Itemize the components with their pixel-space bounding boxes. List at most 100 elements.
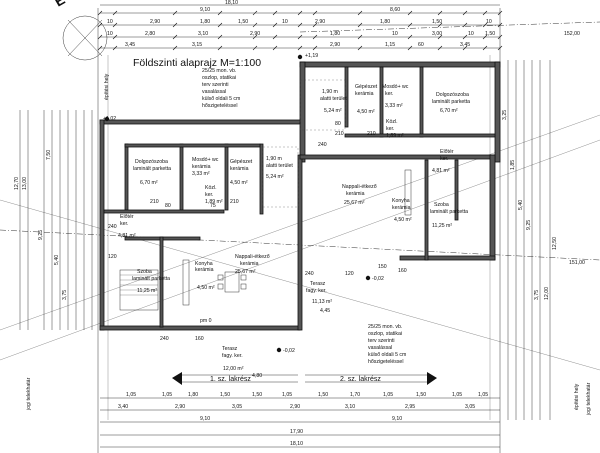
- bottom-dimension-lines: [100, 397, 500, 448]
- dim-text: 1,70: [350, 392, 360, 398]
- dim-text: 3,05: [465, 404, 475, 410]
- dimension-tick: [462, 10, 468, 16]
- staircase: [119, 269, 159, 311]
- level-label: pm 0: [200, 318, 212, 324]
- dimension-tick: [97, 10, 103, 16]
- dimension-tick: [437, 34, 443, 40]
- room-name: Dolgozószoba: [135, 159, 168, 165]
- dim-text: 3,25: [502, 110, 508, 120]
- note-line: hőszigeteléssel: [202, 103, 237, 109]
- right-dimension-lines: [507, 60, 551, 420]
- door-label: 240: [108, 224, 117, 230]
- room-area: 4,50 m²: [230, 180, 248, 186]
- right-buildable-label: építési hely: [574, 383, 580, 410]
- dim-text: 1,80: [200, 19, 210, 25]
- right-dimension-texts: 3,25 1,85 5,40 9,25 3,75 12,00 12,50: [502, 110, 558, 300]
- dimension-tick: [272, 22, 278, 28]
- left-dimension-lines: [19, 110, 93, 330]
- lot-label-1: 1. sz. lakrész: [210, 376, 251, 383]
- room-area: 6,70 m²: [440, 108, 458, 114]
- dimension-tick: [297, 45, 303, 51]
- note-line: 25/25 mon. vb.: [368, 324, 402, 330]
- dim-text: 7,50: [46, 150, 52, 160]
- dim-text: 1,50: [318, 392, 328, 398]
- room-area: 4,50 m²: [197, 285, 215, 291]
- dimension-tick: [482, 45, 488, 51]
- dim-top-mid-left: 9,10: [200, 7, 210, 13]
- door-label: 240: [318, 142, 327, 148]
- dim-label: 4,45: [320, 308, 330, 314]
- dim-text: 2,90: [330, 42, 340, 48]
- dimension-tick: [437, 22, 443, 28]
- dimension-tick: [482, 22, 488, 28]
- plan-title: Földszinti alaprajz M=1:100: [133, 57, 261, 69]
- door-label: 80: [165, 203, 171, 209]
- kitchen-counter: [182, 169, 412, 306]
- room-name: Nappali-étkező: [235, 254, 270, 260]
- dimension-tick: [272, 34, 278, 40]
- north-arrow-icon: É: [52, 0, 108, 61]
- dim-text: 2,90: [315, 19, 325, 25]
- dim-text: 2,90: [175, 404, 185, 410]
- dimension-tick: [407, 10, 413, 16]
- room-floor: ker.: [120, 221, 128, 227]
- dim-text: 10: [107, 19, 113, 25]
- room-area: 4,81 m²: [118, 233, 136, 239]
- room-area: 11,25 m²: [432, 223, 452, 229]
- dim-text: 1,05: [478, 392, 488, 398]
- dimension-tick: [272, 45, 278, 51]
- note-bottom: 25/25 mon. vb. oszlop, statikai terv sze…: [368, 324, 406, 365]
- room-name: Konyha: [392, 198, 410, 204]
- dimension-tick: [462, 22, 468, 28]
- dimension-tick: [97, 34, 103, 40]
- room-area: 5,24 m²: [266, 174, 284, 180]
- dimension-tick: [252, 45, 258, 51]
- right-boundary-label: jogi telekhatár: [586, 382, 592, 416]
- elev-label-152: 152,00: [564, 31, 580, 37]
- dim-text: 2,95: [405, 404, 415, 410]
- dim-text: 9,10: [392, 416, 402, 422]
- dimension-tick: [97, 45, 103, 51]
- room-name: Gépészet: [230, 159, 253, 165]
- dimension-tick: [112, 22, 118, 28]
- top-dimension-lines: [97, 4, 503, 51]
- dim-text: 10: [392, 31, 398, 37]
- dim-text: 3,45: [460, 42, 470, 48]
- door-labels: 80 210 75 210 80 210 240 210 120 240 160…: [108, 121, 407, 342]
- door-label: 240: [160, 336, 169, 342]
- level-label: +1,02: [103, 116, 116, 122]
- dim-text: 1,05: [383, 392, 393, 398]
- dim-text: 13,00: [22, 177, 28, 190]
- level-label: +1,19: [305, 53, 318, 59]
- dimension-tick: [437, 45, 443, 51]
- room-floor: ker.: [386, 126, 394, 132]
- room-floor: laminált parketta: [432, 99, 470, 105]
- note-line: külső oldali 5 cm: [202, 96, 240, 102]
- room-name: Terasz: [310, 281, 326, 287]
- dimension-tick: [172, 10, 178, 16]
- dim-text: 1,80: [380, 19, 390, 25]
- level-label: -0,02: [372, 276, 384, 282]
- dim-text: 1,80: [188, 392, 198, 398]
- room-floor: alatti terület: [320, 96, 347, 102]
- dim-text: 1,50: [485, 31, 495, 37]
- room-floor: kerámia: [195, 267, 214, 273]
- note-line: oszlop, statikai: [368, 331, 402, 337]
- room-floor: ker.: [205, 192, 213, 198]
- door-label: 160: [398, 268, 407, 274]
- dim-text: 10: [107, 31, 113, 37]
- room-labels: Dolgozószoba laminált parketta 6,70 m² M…: [118, 156, 293, 359]
- note-line: külső oldali 5 cm: [368, 352, 406, 358]
- dimension-tick: [312, 22, 318, 28]
- room-area: 11,25 m²: [137, 288, 157, 294]
- dimension-tick: [217, 22, 223, 28]
- room-area: 4,50 m²: [394, 217, 412, 223]
- room-floor: kerámia: [240, 261, 259, 267]
- room-name: Szoba: [137, 269, 152, 275]
- room-area: 1,89 m²: [386, 133, 404, 139]
- dim-text: 10: [468, 31, 474, 37]
- dim-text: 3,10: [345, 404, 355, 410]
- dimension-tick: [357, 45, 363, 51]
- left-dimension-texts: 12,70 13,00 9,25 7,50 5,40 3,75: [14, 150, 68, 300]
- dimension-tick: [297, 10, 303, 16]
